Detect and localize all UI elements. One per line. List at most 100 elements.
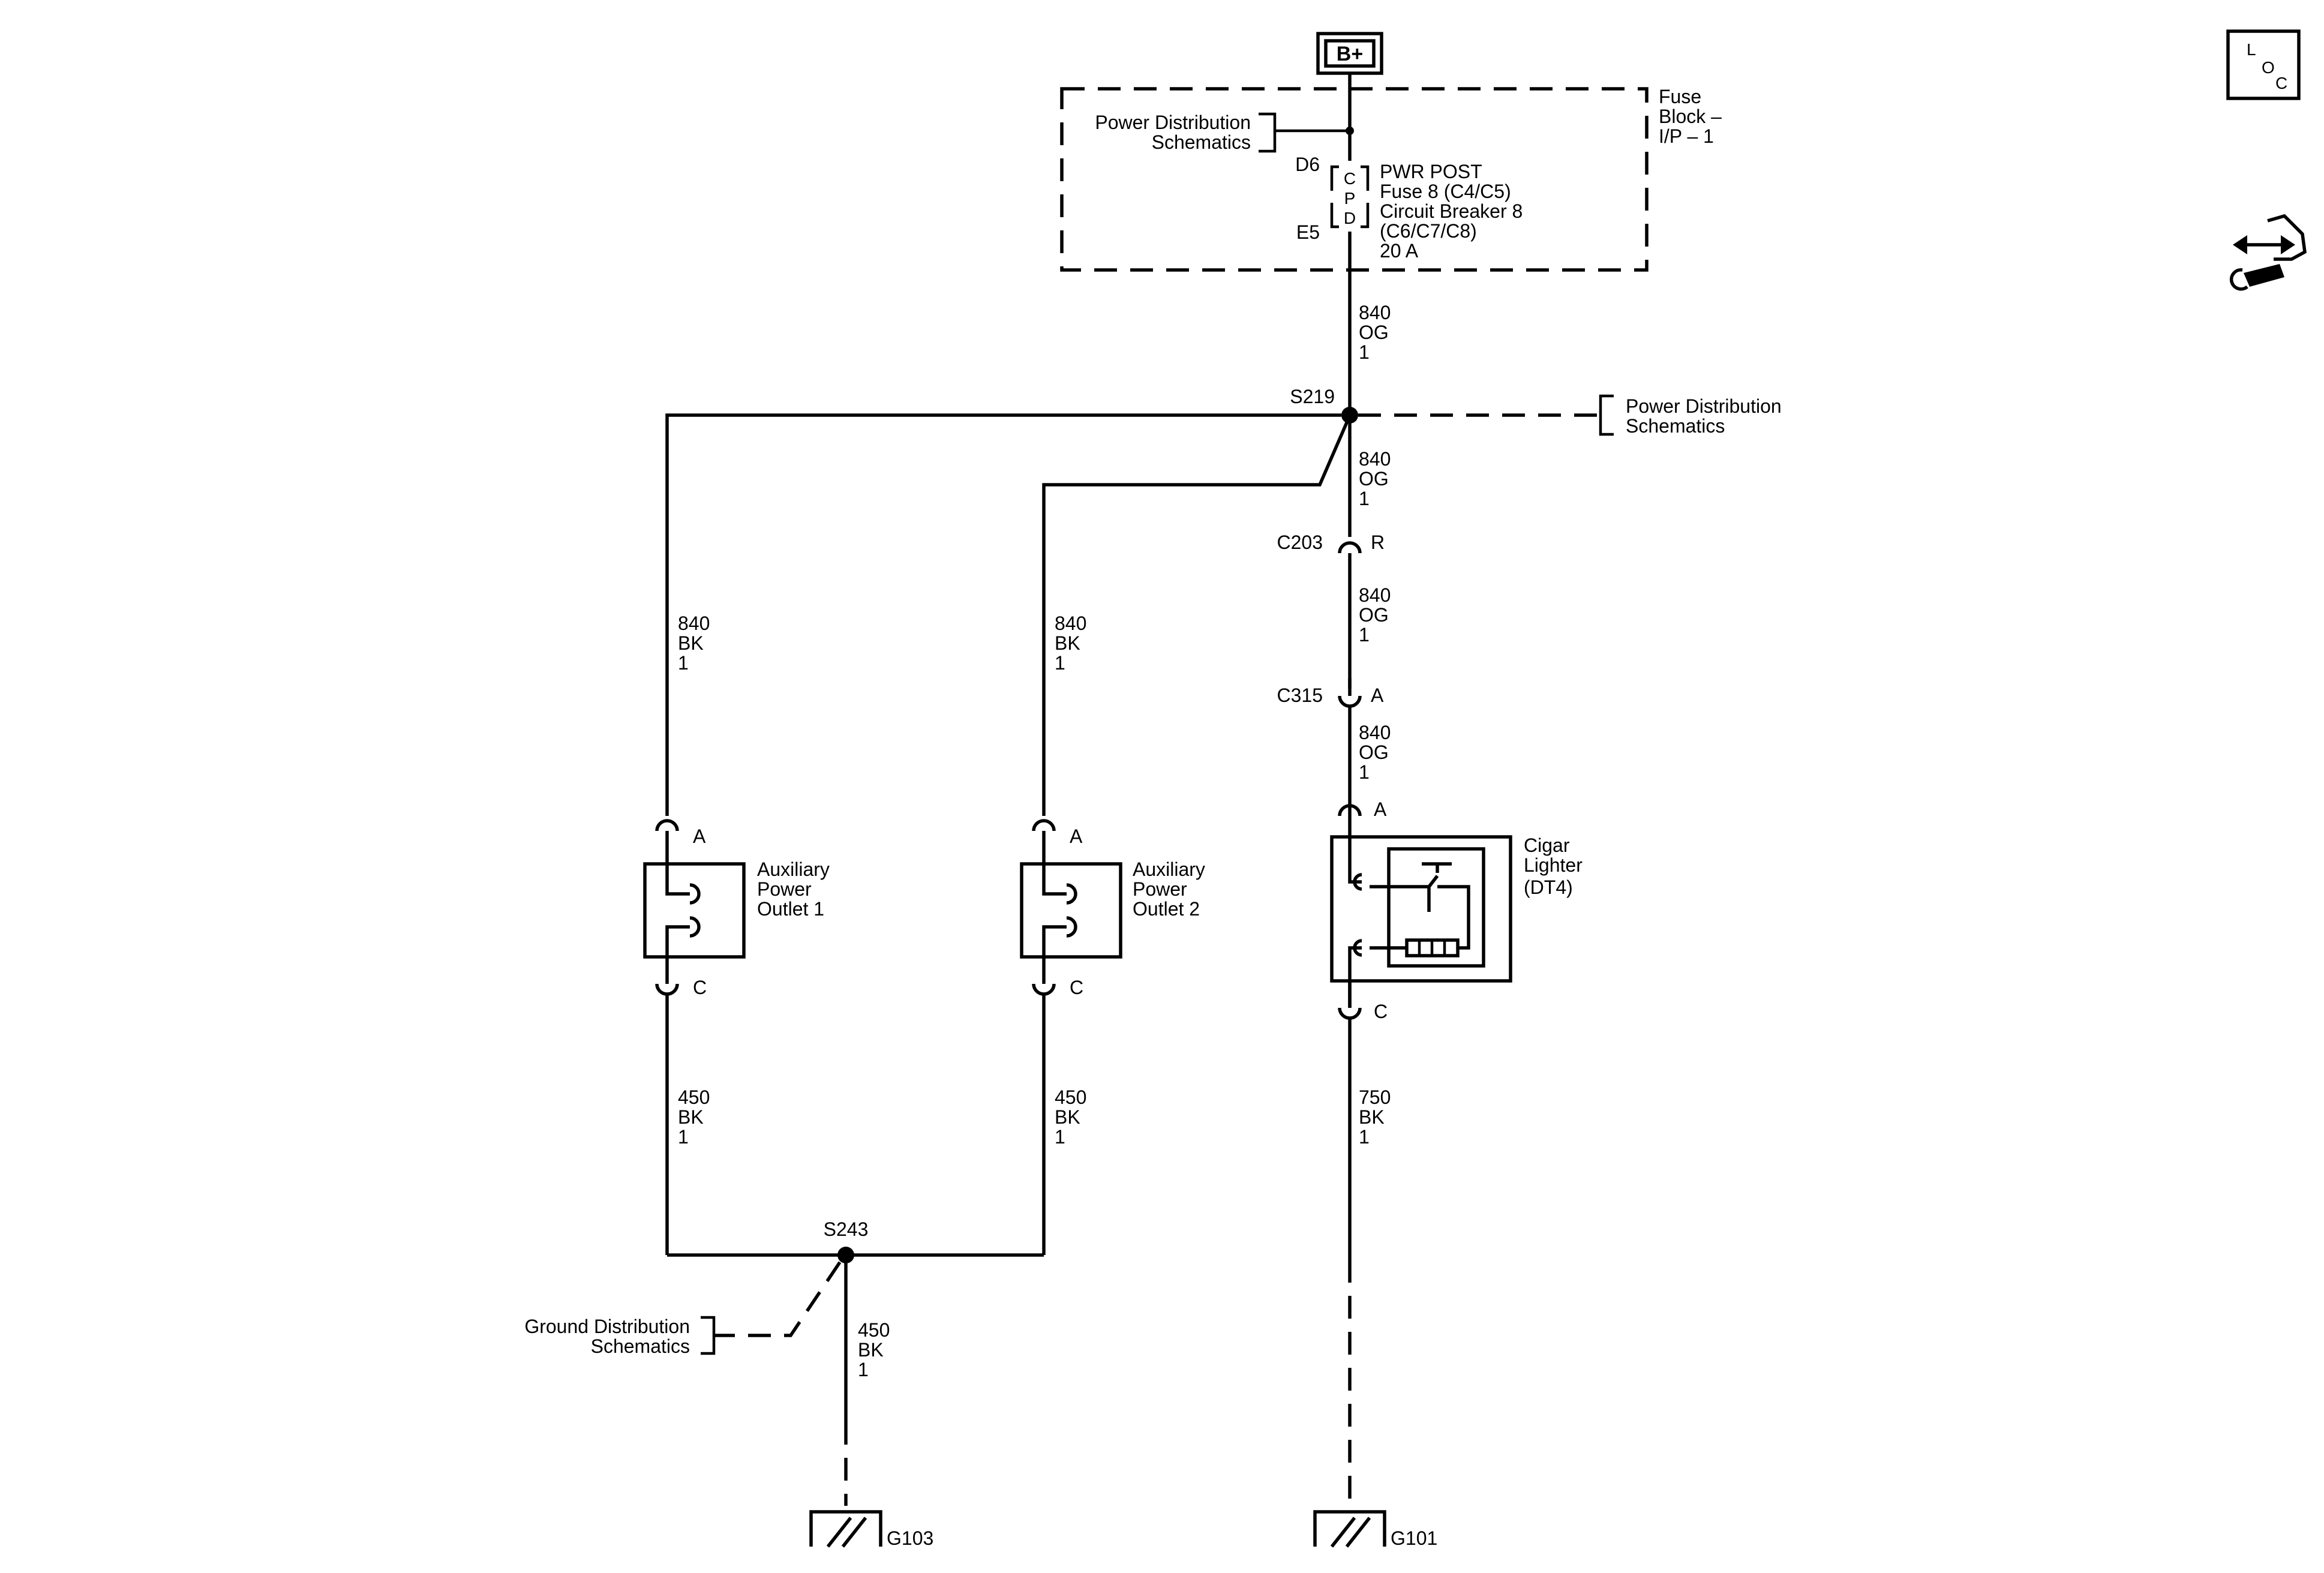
wire-to-outlet1: [665, 413, 1341, 816]
svg-text:Power Distribution: Power Distribution: [1626, 395, 1782, 417]
svg-text:BK: BK: [858, 1339, 884, 1361]
svg-text:840: 840: [1055, 613, 1086, 634]
svg-text:BK: BK: [1359, 1106, 1385, 1128]
svg-text:O: O: [2262, 58, 2275, 77]
splice-s219: S219: [1290, 386, 1358, 424]
locator-icon[interactable]: L O C: [2226, 29, 2301, 100]
svg-text:OG: OG: [1359, 468, 1389, 490]
wire-label-fuse-out: 840 OG 1: [1359, 302, 1391, 363]
wire-label-cigar-ground: 750 BK 1: [1359, 1086, 1391, 1148]
wire-label-c315-cigar: 840 OG 1: [1359, 722, 1391, 783]
svg-text:(DT4): (DT4): [1524, 876, 1573, 898]
fuse-block-label-3: I/P – 1: [1659, 125, 1714, 147]
svg-text:840: 840: [1359, 448, 1391, 470]
wire-to-outlet2: [1042, 420, 1349, 816]
svg-text:C: C: [2275, 74, 2287, 92]
svg-text:BK: BK: [678, 1106, 704, 1128]
svg-text:BK: BK: [1055, 632, 1080, 654]
cigar-pin-c: C: [1374, 1001, 1388, 1022]
wire-label-c203-c315: 840 OG 1: [1359, 584, 1391, 646]
svg-text:1: 1: [1359, 341, 1370, 363]
svg-text:Schematics: Schematics: [591, 1335, 690, 1357]
fuse-pin-e5: E5: [1296, 221, 1320, 243]
splice-s243-label: S243: [824, 1218, 869, 1240]
svg-text:Ground Distribution: Ground Distribution: [524, 1316, 690, 1337]
svg-text:Cigar: Cigar: [1524, 834, 1570, 856]
svg-text:Lighter: Lighter: [1524, 854, 1583, 876]
battery-positive-source: B+: [1316, 32, 1383, 75]
cigar-pin-a: A: [1374, 798, 1387, 820]
aux-power-outlet-1: A C Auxiliary Power Outlet 1: [643, 819, 830, 998]
source-label: B+: [1337, 43, 1363, 65]
svg-text:Auxiliary: Auxiliary: [757, 858, 830, 880]
ground-dist-dash: [713, 1261, 842, 1337]
wire-label-left-outlet2: 840 BK 1: [1055, 613, 1086, 674]
c315-pin: A: [1371, 685, 1384, 706]
g103-label: G103: [887, 1527, 933, 1549]
svg-text:1: 1: [1055, 1126, 1065, 1148]
svg-text:OG: OG: [1359, 604, 1389, 626]
ground-g101: G101: [1313, 1510, 1437, 1549]
wire-label-s243-g103: 450 BK 1: [858, 1319, 890, 1380]
outlet1-pin-a: A: [693, 825, 706, 847]
svg-text:1: 1: [678, 1126, 689, 1148]
svg-text:Power: Power: [1133, 878, 1187, 900]
connector-c315: C315 A: [1277, 678, 1384, 708]
wire-label-s219-c203: 840 OG 1: [1359, 448, 1391, 509]
svg-text:840: 840: [1359, 722, 1391, 743]
wire-label-outlet1-ground: 450 BK 1: [678, 1086, 710, 1148]
fuse-desc-2: Fuse 8 (C4/C5): [1380, 181, 1511, 202]
fuse-desc-4: (C6/C7/C8): [1380, 220, 1477, 242]
svg-text:450: 450: [678, 1086, 710, 1108]
ground-g103: G103: [809, 1510, 933, 1549]
power-dist-ref-top-2: Schematics: [1152, 131, 1251, 153]
svg-text:OG: OG: [1359, 322, 1389, 343]
svg-text:1: 1: [1359, 761, 1370, 783]
svg-text:1: 1: [1359, 1126, 1370, 1148]
connector-c203: C203 R: [1277, 532, 1385, 575]
power-dist-ref-top-1: Power Distribution: [1095, 112, 1251, 133]
wire-label-left-outlet1: 840 BK 1: [678, 613, 710, 674]
fuse-desc-3: Circuit Breaker 8: [1380, 200, 1523, 222]
svg-text:OG: OG: [1359, 742, 1389, 763]
svg-text:L: L: [2247, 40, 2256, 59]
fuse-block-label-2: Block –: [1659, 106, 1722, 127]
g101-label: G101: [1391, 1527, 1437, 1549]
svg-text:750: 750: [1359, 1086, 1391, 1108]
svg-text:1: 1: [858, 1359, 869, 1380]
svg-text:840: 840: [1359, 584, 1391, 606]
svg-text:840: 840: [1359, 302, 1391, 323]
fuse-pin-d6: D6: [1295, 154, 1320, 175]
fuse-block: Fuse Block – I/P – 1 Power Distribution …: [1060, 86, 1722, 272]
svg-text:BK: BK: [1055, 1106, 1080, 1128]
c203-pin: R: [1371, 532, 1385, 553]
cpd-letter-p: P: [1344, 189, 1356, 208]
power-dist-ref-right: Power Distribution Schematics: [1599, 394, 1782, 437]
outlet1-pin-c: C: [693, 977, 707, 998]
svg-text:Schematics: Schematics: [1626, 415, 1725, 437]
fuse-block-label-1: Fuse: [1659, 86, 1701, 107]
splice-s219-label: S219: [1290, 386, 1335, 407]
c203-label: C203: [1277, 532, 1323, 553]
cpd-letter-d: D: [1344, 209, 1356, 227]
svg-text:840: 840: [678, 613, 710, 634]
svg-text:1: 1: [1359, 488, 1370, 509]
wire-label-outlet2-ground: 450 BK 1: [1055, 1086, 1086, 1148]
svg-text:450: 450: [858, 1319, 890, 1341]
ground-dist-ref: Ground Distribution Schematics: [524, 1316, 716, 1357]
svg-text:Outlet 2: Outlet 2: [1133, 898, 1200, 920]
svg-text:Auxiliary: Auxiliary: [1133, 858, 1205, 880]
fuse-desc-1: PWR POST: [1380, 161, 1482, 182]
svg-text:1: 1: [1359, 624, 1370, 646]
outlet2-pin-c: C: [1070, 977, 1083, 998]
svg-text:1: 1: [678, 652, 689, 674]
svg-text:Power: Power: [757, 878, 812, 900]
svg-text:BK: BK: [678, 632, 704, 654]
svg-text:450: 450: [1055, 1086, 1086, 1108]
outlet2-pin-a: A: [1070, 825, 1083, 847]
cigar-lighter: A C Cigar Lighter (DT4): [1330, 798, 1583, 1022]
harness-connector-icon[interactable]: [2229, 214, 2307, 291]
svg-text:1: 1: [1055, 652, 1065, 674]
splice-s243: S243: [824, 1218, 869, 1263]
